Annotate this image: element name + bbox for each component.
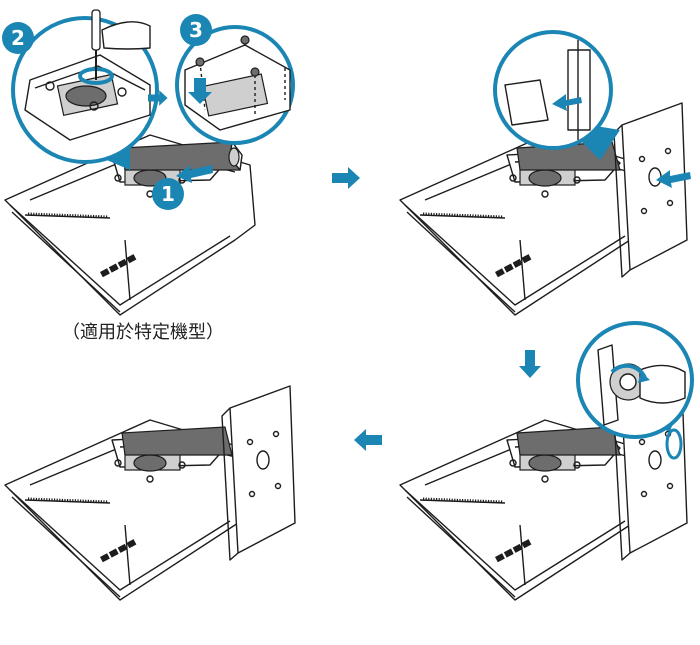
step-badge-1: 1 [152,178,184,210]
scene-1-base-with-neck [3,133,257,317]
bubble-step-3 [175,25,295,145]
scene-4-assembled [3,385,296,602]
bubble-screw-detail [576,321,694,439]
arrow-down-icon [519,350,541,378]
step-badge-3: 3 [180,14,212,46]
scene-2-panel-attach [398,30,691,317]
svg-text:1: 1 [161,182,175,206]
svg-text:2: 2 [11,26,25,50]
screwdriver-icon [91,9,101,80]
svg-text:3: 3 [189,18,203,42]
arrow-left-icon [354,429,382,451]
arrow-right-icon [332,167,360,189]
screw-icon [45,81,127,111]
step-badge-2: 2 [2,22,34,54]
bubble-step-2 [11,9,159,164]
model-applicability-note: （適用於特定機型） [62,322,224,343]
bubble-hinge-detail [493,30,613,150]
scene-3-lock-screw [398,321,694,602]
